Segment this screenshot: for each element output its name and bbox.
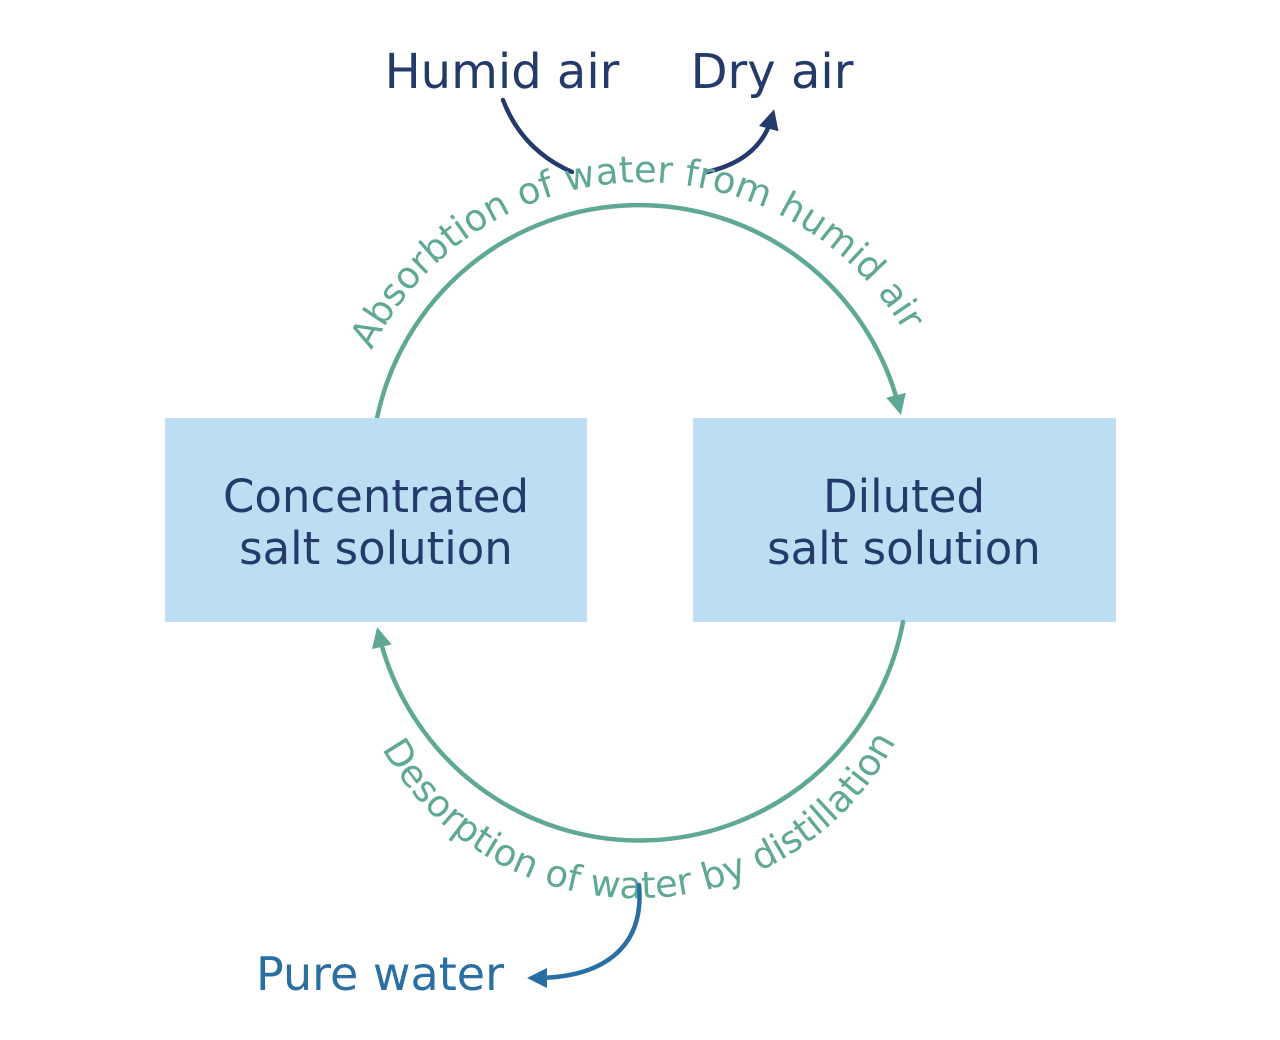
dry-air-outflow-arrow (704, 109, 779, 175)
absorption-arc-arrow (374, 202, 906, 421)
diluted-box-line2: salt solution (767, 522, 1041, 575)
desorption-arc-arrow (372, 619, 906, 843)
dry-air-label: Dry air (691, 44, 854, 100)
diluted-salt-solution-box (693, 418, 1116, 622)
pure-water-outflow-arrow (526, 882, 642, 989)
concentrated-box-line2: salt solution (239, 522, 513, 575)
concentrated-salt-solution-box (165, 418, 587, 622)
absorption-process-label: Absorbtion of water from humid air (342, 148, 934, 354)
humid-air-inflow-arrow (500, 97, 575, 175)
desorption-process-label: Desorption of water by distillation (374, 724, 904, 907)
humid-air-label: Humid air (385, 44, 620, 100)
diluted-box-line1: Diluted (823, 470, 985, 523)
pure-water-label: Pure water (256, 947, 504, 1001)
concentrated-box-line1: Concentrated (223, 470, 529, 523)
